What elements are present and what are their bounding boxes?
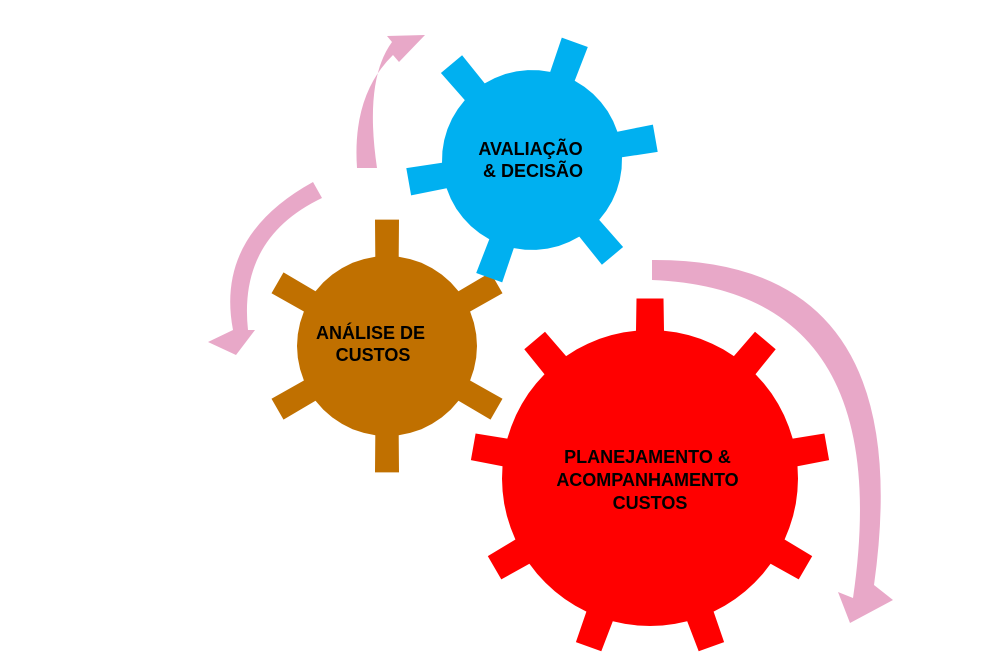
label-line: ANÁLISE DE (316, 322, 425, 343)
label-line: PLANEJAMENTO & (564, 447, 731, 467)
arrow-to-planejamento (652, 259, 893, 623)
arrows-layer (208, 35, 893, 623)
arrow-band (356, 35, 425, 168)
gear-analise-custos: ANÁLISE DE CUSTOS (271, 219, 503, 473)
arrow-band (208, 182, 322, 355)
label-line: AVALIAÇÃO (478, 138, 582, 159)
gear-shape (470, 298, 830, 652)
gear-label: PLANEJAMENTO & ACOMPANHAMENTO CUSTOS (556, 447, 743, 513)
gear-avaliacao-decisao: AVALIAÇÃO & DECISÃO (406, 37, 658, 283)
gears-layer: ANÁLISE DE CUSTOS AVALIAÇÃO & DECISÃO PL… (271, 37, 830, 652)
label-line: ACOMPANHAMENTO (556, 470, 738, 490)
arrow-band (652, 259, 893, 623)
label-line: & DECISÃO (483, 160, 583, 181)
gear-label: AVALIAÇÃO & DECISÃO (478, 138, 587, 181)
label-line: CUSTOS (336, 345, 411, 365)
gear-shape (271, 219, 503, 473)
gear-shape (406, 37, 658, 283)
label-line: CUSTOS (613, 493, 688, 513)
gear-planejamento-acompanhamento: PLANEJAMENTO & ACOMPANHAMENTO CUSTOS (470, 298, 830, 652)
arrow-to-avaliacao (356, 35, 425, 168)
arrow-to-analise (208, 182, 322, 355)
gear-label: ANÁLISE DE CUSTOS (316, 322, 430, 365)
